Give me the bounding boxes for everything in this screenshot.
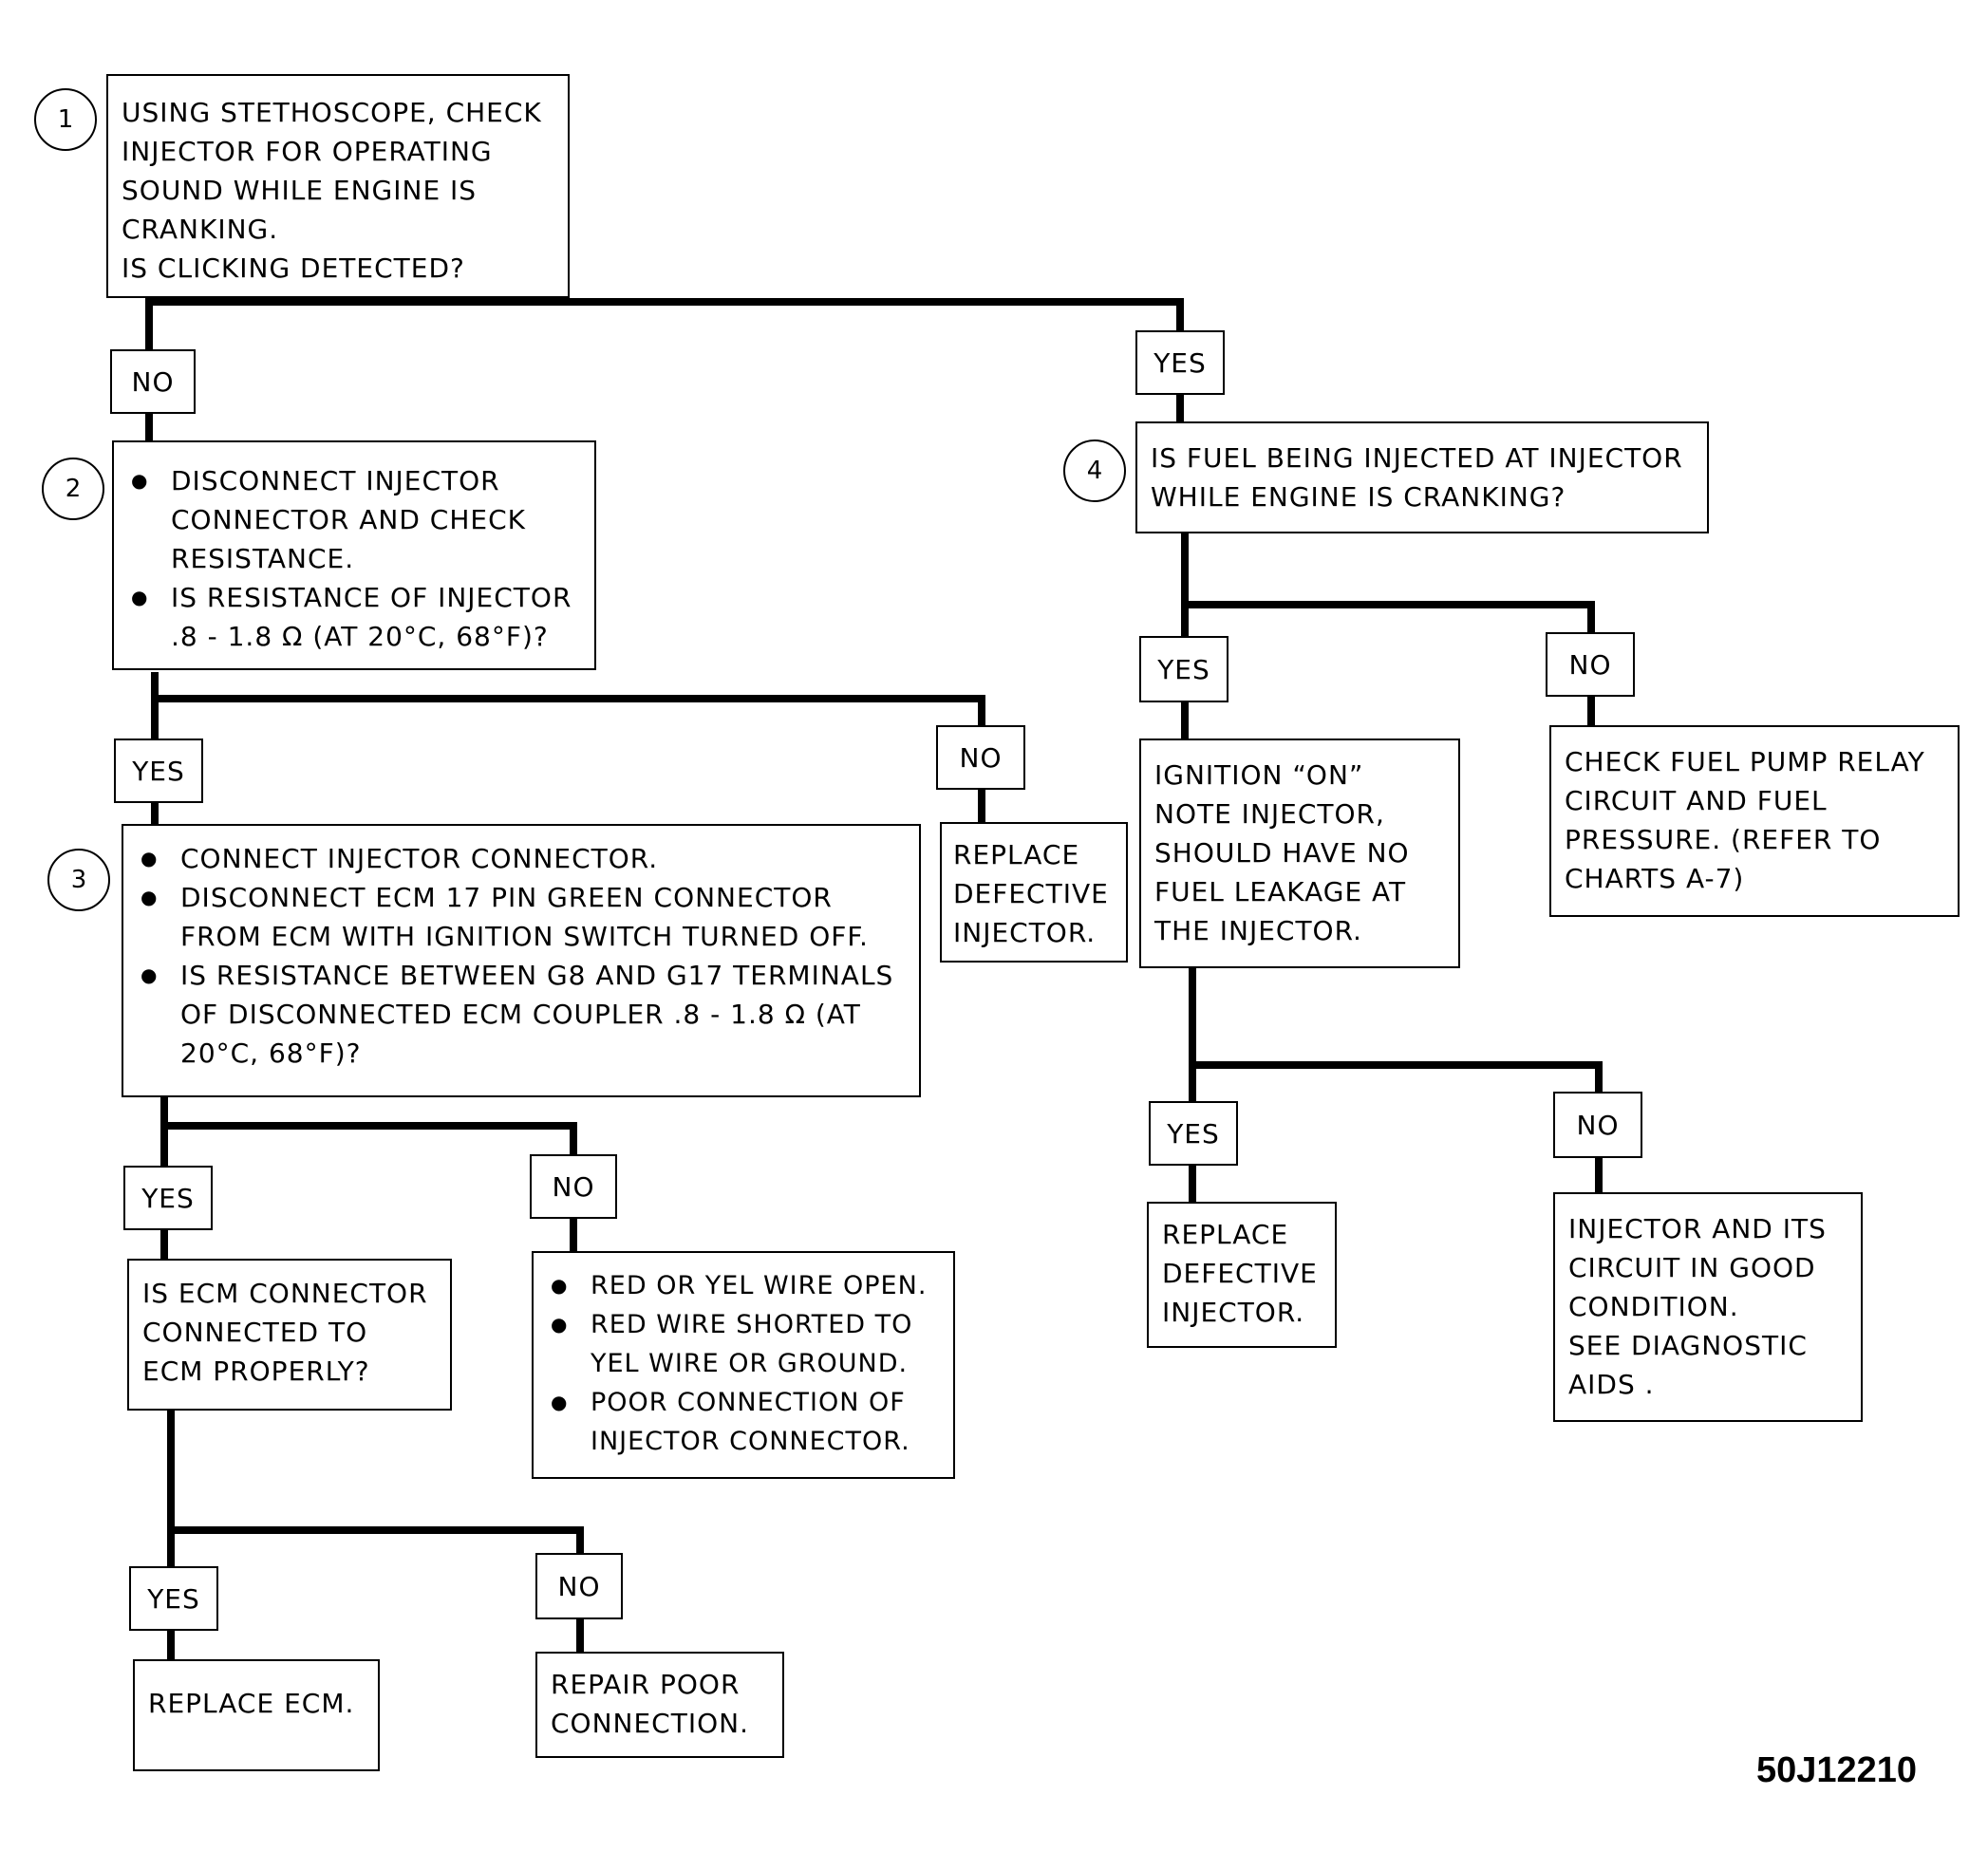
check-pump-relay-box: CHECK FUEL PUMP RELAY CIRCUIT AND FUEL P… bbox=[1549, 725, 1960, 917]
replace-injector-line: DEFECTIVE bbox=[953, 878, 1109, 909]
ecm-question-no-label: NO bbox=[535, 1553, 623, 1619]
ignition-note-yes-label: YES bbox=[1149, 1101, 1238, 1166]
ecm-question-yes-label: YES bbox=[129, 1566, 218, 1631]
step-3-line: DISCONNECT ECM 17 PIN GREEN CONNECTOR bbox=[137, 878, 906, 917]
replace-injector-line: DEFECTIVE bbox=[1162, 1258, 1318, 1289]
step-3-line: 20°C, 68°F)? bbox=[180, 1038, 362, 1069]
repair-connection-box: REPAIR POOR CONNECTION. bbox=[535, 1652, 784, 1758]
replace-injector-box-a: REPLACE DEFECTIVE INJECTOR. bbox=[940, 822, 1128, 963]
step-3-line: OF DISCONNECTED ECM COUPLER .8 - 1.8 Ω (… bbox=[180, 999, 861, 1030]
step-3-line: FROM ECM WITH IGNITION SWITCH TURNED OFF… bbox=[180, 921, 869, 952]
wire-faults-box: RED OR YEL WIRE OPEN. RED WIRE SHORTED T… bbox=[532, 1251, 955, 1479]
wire-faults-line: POOR CONNECTION OF bbox=[547, 1383, 940, 1422]
ecm-connector-question-box: IS ECM CONNECTOR CONNECTED TO ECM PROPER… bbox=[127, 1259, 452, 1411]
step-2-line: CONNECTOR AND CHECK bbox=[171, 504, 526, 535]
step-1-box: USING STETHOSCOPE, CHECK INJECTOR FOR OP… bbox=[106, 74, 570, 298]
check-pump-relay-line: PRESSURE. (REFER TO bbox=[1565, 824, 1882, 855]
check-pump-relay-line: CHARTS A-7) bbox=[1565, 863, 1745, 894]
injector-good-box: INJECTOR AND ITS CIRCUIT IN GOOD CONDITI… bbox=[1553, 1192, 1863, 1422]
step-1-line: IS CLICKING DETECTED? bbox=[122, 252, 465, 284]
wire-faults-line: RED WIRE SHORTED TO bbox=[547, 1305, 940, 1344]
replace-injector-line: INJECTOR. bbox=[953, 917, 1097, 948]
ecm-connector-question-line: CONNECTED TO bbox=[142, 1317, 368, 1348]
step-2-no-label: NO bbox=[936, 725, 1025, 790]
ignition-on-note-line: SHOULD HAVE NO bbox=[1154, 837, 1410, 869]
ignition-on-note-line: IGNITION “ON” bbox=[1154, 759, 1364, 791]
step-4-no-label: NO bbox=[1546, 632, 1635, 697]
step-3-line: CONNECT INJECTOR CONNECTOR. bbox=[137, 839, 906, 878]
step-3-no-label: NO bbox=[530, 1154, 617, 1219]
wire-faults-line: YEL WIRE OR GROUND. bbox=[591, 1349, 909, 1378]
step-1-line: SOUND WHILE ENGINE IS bbox=[122, 175, 478, 206]
step-2-line: IS RESISTANCE OF INJECTOR bbox=[127, 578, 581, 617]
injector-good-line: CIRCUIT IN GOOD bbox=[1568, 1252, 1816, 1283]
replace-ecm-line: REPLACE ECM. bbox=[148, 1688, 355, 1719]
replace-ecm-box: REPLACE ECM. bbox=[133, 1659, 380, 1771]
replace-injector-line: INJECTOR. bbox=[1162, 1297, 1305, 1328]
step-3-box: CONNECT INJECTOR CONNECTOR. DISCONNECT E… bbox=[122, 824, 921, 1097]
wire-faults-line: RED OR YEL WIRE OPEN. bbox=[547, 1266, 940, 1305]
injector-good-line: CONDITION. bbox=[1568, 1291, 1739, 1322]
replace-injector-line: REPLACE bbox=[953, 839, 1080, 870]
step-number-4: 4 bbox=[1063, 439, 1126, 502]
wire-faults-line: INJECTOR CONNECTOR. bbox=[591, 1427, 910, 1456]
step-1-line: INJECTOR FOR OPERATING bbox=[122, 136, 493, 167]
ignition-on-note-box: IGNITION “ON” NOTE INJECTOR, SHOULD HAVE… bbox=[1139, 739, 1460, 968]
step-number-3: 3 bbox=[47, 849, 110, 911]
step-2-box: DISCONNECT INJECTOR CONNECTOR AND CHECK … bbox=[112, 440, 596, 670]
step-number-1: 1 bbox=[34, 88, 97, 151]
ecm-connector-question-line: ECM PROPERLY? bbox=[142, 1356, 370, 1387]
step-4-yes-label: YES bbox=[1139, 636, 1228, 702]
check-pump-relay-line: CHECK FUEL PUMP RELAY bbox=[1565, 746, 1925, 777]
step-number-2: 2 bbox=[42, 458, 104, 520]
check-pump-relay-line: CIRCUIT AND FUEL bbox=[1565, 785, 1828, 816]
repair-connection-line: CONNECTION. bbox=[551, 1708, 749, 1739]
step-4-box: IS FUEL BEING INJECTED AT INJECTOR WHILE… bbox=[1135, 421, 1709, 533]
replace-injector-line: REPLACE bbox=[1162, 1219, 1289, 1250]
ecm-connector-question-line: IS ECM CONNECTOR bbox=[142, 1278, 428, 1309]
step-1-yes-label: YES bbox=[1135, 330, 1225, 395]
step-2-line: DISCONNECT INJECTOR bbox=[127, 461, 581, 500]
step-4-line: IS FUEL BEING INJECTED AT INJECTOR bbox=[1151, 442, 1683, 474]
figure-id: 50J12210 bbox=[1756, 1750, 1918, 1790]
repair-connection-line: REPAIR POOR bbox=[551, 1669, 741, 1700]
step-3-yes-label: YES bbox=[123, 1166, 213, 1230]
step-4-line: WHILE ENGINE IS CRANKING? bbox=[1151, 481, 1566, 513]
ignition-on-note-line: THE INJECTOR. bbox=[1154, 915, 1362, 946]
step-2-yes-label: YES bbox=[114, 739, 203, 803]
replace-injector-box-b: REPLACE DEFECTIVE INJECTOR. bbox=[1147, 1202, 1337, 1348]
step-2-line: RESISTANCE. bbox=[171, 543, 355, 574]
step-1-no-label: NO bbox=[110, 349, 196, 414]
injector-good-line: AIDS . bbox=[1568, 1369, 1655, 1400]
step-1-line: CRANKING. bbox=[122, 214, 279, 245]
step-2-line: .8 - 1.8 Ω (AT 20°C, 68°F)? bbox=[171, 621, 549, 652]
step-1-line: USING STETHOSCOPE, CHECK bbox=[122, 97, 542, 128]
ignition-on-note-line: FUEL LEAKAGE AT bbox=[1154, 876, 1407, 907]
step-3-line: IS RESISTANCE BETWEEN G8 AND G17 TERMINA… bbox=[137, 956, 906, 995]
ignition-note-no-label: NO bbox=[1553, 1092, 1642, 1158]
injector-good-line: INJECTOR AND ITS bbox=[1568, 1213, 1827, 1244]
injector-good-line: SEE DIAGNOSTIC bbox=[1568, 1330, 1808, 1361]
ignition-on-note-line: NOTE INJECTOR, bbox=[1154, 798, 1385, 830]
